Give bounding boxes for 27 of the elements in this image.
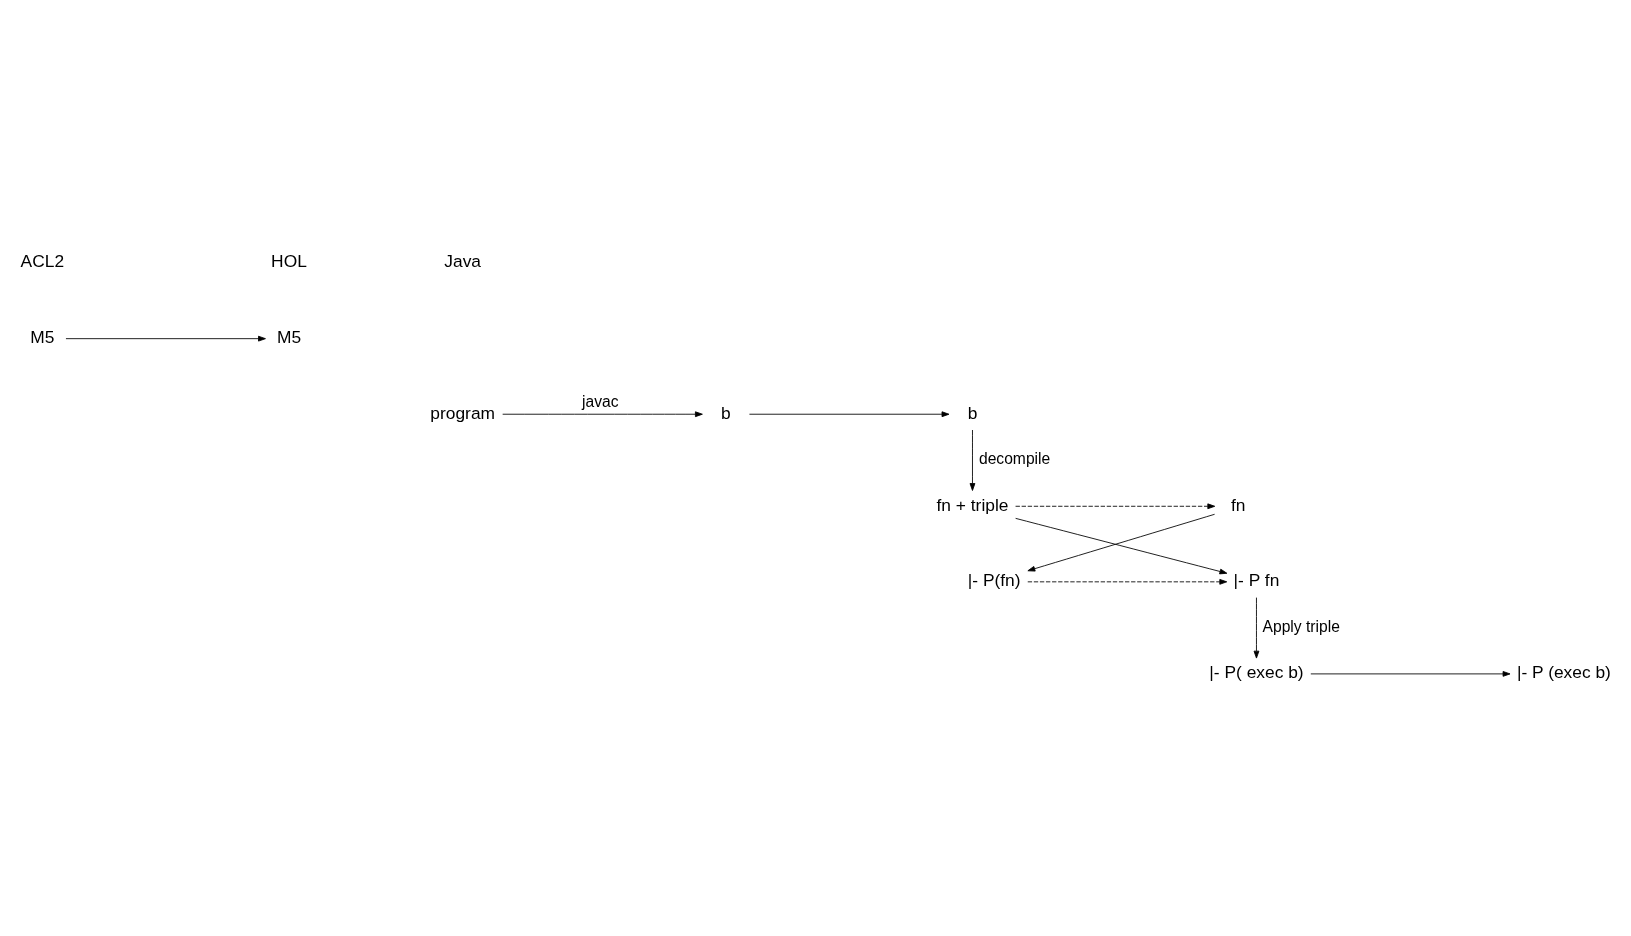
edge-label: Apply triple [1262, 617, 1340, 635]
node-text: M5 [276, 326, 302, 347]
edge-label: decompile [978, 449, 1051, 467]
label: Java [444, 250, 482, 271]
arrow [65, 335, 266, 342]
node-text: b [721, 402, 731, 423]
node-text: |- P (exec b) [1516, 661, 1611, 682]
arrow [969, 429, 976, 491]
arrow [502, 410, 703, 417]
node-text: fn + triple [936, 494, 1009, 515]
node-text: |- P( exec b) [1209, 661, 1304, 682]
node-text: fn [1230, 494, 1246, 515]
node-text: |- P(fn) [967, 569, 1021, 590]
node-text: |- P fn [1233, 569, 1280, 590]
arrow [1027, 578, 1228, 585]
node-text: b [967, 402, 978, 423]
label: HOL [271, 250, 307, 271]
arrow [1253, 596, 1260, 659]
node-text: program [430, 402, 495, 423]
label: ACL2 [20, 250, 65, 271]
arrow [1015, 517, 1228, 574]
edge-label: javac [582, 392, 619, 410]
arrow [749, 410, 950, 417]
arrow [1027, 513, 1216, 572]
node-text: M5 [30, 326, 55, 347]
arrow [1310, 670, 1511, 677]
arrow [1015, 502, 1216, 509]
